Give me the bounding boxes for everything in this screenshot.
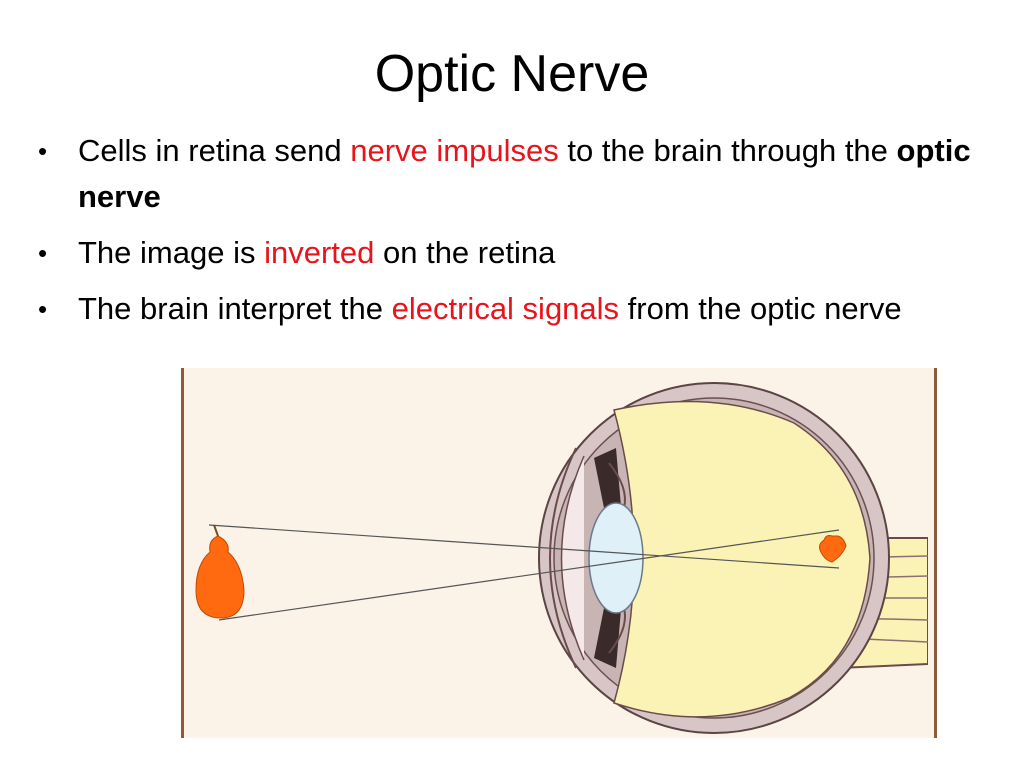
bullet-text: The image is	[78, 235, 265, 270]
eye-diagram-svg	[195, 382, 928, 734]
bullet-dot: •	[38, 294, 48, 324]
light-rays	[208, 524, 840, 621]
slide-title: Optic Nerve	[374, 45, 650, 103]
bullet-text: on the retina	[374, 235, 556, 270]
bullet-text: to the brain through the	[558, 133, 897, 168]
cornea	[549, 447, 585, 669]
bullet-list: • Cells in retina send nerve impulses to…	[38, 128, 988, 342]
pear-object	[195, 524, 245, 619]
eye-diagram	[181, 368, 937, 738]
lens	[588, 502, 644, 614]
highlight-nerve-impulses: nerve impulses	[350, 133, 559, 168]
highlight-inverted: inverted	[264, 235, 375, 270]
iris	[594, 448, 626, 668]
vitreous-body	[613, 400, 871, 718]
inverted-image	[819, 535, 847, 563]
bullet-text: Cells in retina send	[78, 133, 351, 168]
bullet-item: • The brain interpret the electrical sig…	[38, 286, 988, 332]
bold-optic-nerve: optic nerve	[78, 133, 971, 214]
bullet-item: • The image is inverted on the retina	[38, 230, 988, 276]
bullet-dot: •	[38, 136, 48, 166]
highlight-electrical-signals: electrical signals	[391, 291, 620, 326]
bullet-item: • Cells in retina send nerve impulses to…	[38, 128, 988, 220]
bullet-dot: •	[38, 238, 48, 268]
bullet-text: from the optic nerve	[619, 291, 902, 326]
bullet-text: The brain interpret the	[78, 291, 392, 326]
